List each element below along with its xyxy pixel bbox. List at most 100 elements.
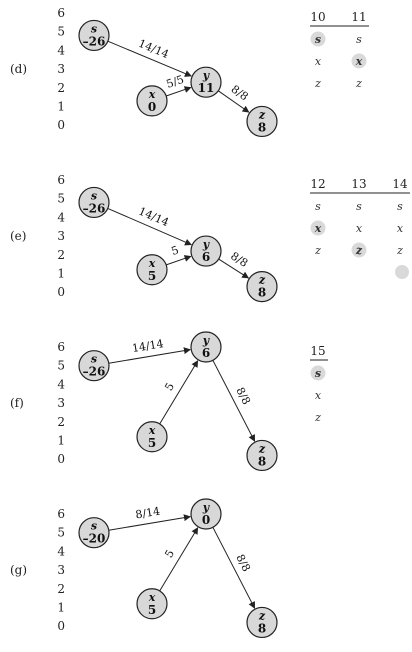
vertex-excess: 5 [148, 269, 156, 283]
height-tick: 5 [57, 526, 65, 540]
edge-label: 14/14 [136, 37, 170, 61]
vertex-name: x [148, 88, 156, 101]
height-tick: 0 [57, 619, 65, 633]
table-header: 11 [351, 10, 366, 24]
vertex-circle [78, 517, 110, 549]
current-pointer-mark [310, 365, 326, 381]
vertex-x: x5 [136, 254, 168, 286]
edge-s-y [107, 40, 192, 77]
vertex-circle [246, 105, 278, 138]
vertex-circle [190, 235, 222, 267]
edge-s-y [108, 347, 191, 364]
vertex-name: s [91, 22, 97, 35]
vertex-name: z [258, 274, 266, 287]
vertex-z: z8 [246, 439, 278, 472]
table-cell: z [314, 411, 321, 424]
edge-y-z [218, 258, 250, 279]
table-cell: s [356, 200, 362, 213]
height-tick: 6 [57, 6, 65, 20]
vertex-excess: –26 [83, 201, 106, 215]
vertex-excess: –26 [83, 365, 106, 379]
table-cell: z [355, 77, 362, 90]
vertex-name: x [148, 424, 156, 437]
vertex-name: s [91, 353, 97, 366]
vertex-excess: 8 [258, 621, 266, 635]
height-tick: 2 [57, 248, 65, 262]
panel-d: (d)012345614/145/58/8s–26y11x0z810sxz11s… [10, 6, 369, 138]
edge-s-y [108, 514, 191, 531]
height-tick: 2 [57, 415, 65, 429]
table-header: 12 [310, 177, 325, 191]
table-cell: x [314, 222, 322, 235]
vertex-name: z [258, 442, 266, 455]
vertex-excess: 8 [258, 120, 266, 134]
vertex-excess: –26 [83, 34, 106, 48]
vertex-excess: 6 [202, 250, 210, 264]
table-header: 14 [392, 177, 408, 191]
height-tick: 3 [57, 229, 65, 243]
edge-label: 14/14 [137, 205, 171, 230]
edge-label: 14/14 [131, 337, 164, 355]
height-tick: 2 [57, 81, 65, 95]
height-tick: 4 [57, 210, 65, 224]
table-cell: s [397, 200, 403, 213]
vertex-excess: –20 [83, 532, 106, 546]
vertex-circle [246, 270, 278, 303]
edge-s-y [107, 207, 192, 246]
edge-label: 5/5 [165, 73, 186, 91]
vertex-name: y [202, 238, 211, 251]
table-cell: z [314, 77, 321, 90]
vertex-y: y0 [190, 498, 222, 530]
table-header: 10 [310, 10, 325, 24]
vertex-z: z8 [246, 270, 278, 303]
vertex-z: z8 [246, 105, 278, 138]
vertex-circle [190, 331, 222, 363]
vertex-name: y [202, 501, 211, 514]
vertex-circle [78, 19, 110, 52]
panel-label: (f) [10, 396, 24, 410]
edge-x-y [159, 360, 199, 425]
vertex-circle [190, 66, 222, 98]
table-cell: s [356, 33, 362, 46]
vertex-circle [136, 85, 168, 117]
height-tick: 6 [57, 173, 65, 187]
vertex-circle [78, 350, 110, 382]
vertex-name: s [91, 189, 97, 202]
edge-label: 8/8 [233, 552, 253, 574]
vertex-name: x [148, 257, 156, 270]
vertex-circle [136, 588, 168, 620]
edge-y-z [217, 90, 250, 113]
vertex-s: s–26 [78, 19, 110, 52]
current-pointer-mark [310, 31, 326, 47]
height-tick: 3 [57, 396, 65, 410]
vertex-name: y [202, 69, 211, 82]
edge-x-y [159, 527, 199, 592]
edge-y-z [212, 360, 256, 442]
edge-label: 8/14 [135, 505, 162, 522]
table-cell: x [356, 222, 363, 235]
table-cell: s [315, 367, 321, 380]
vertex-y: y6 [190, 235, 222, 267]
panel-label: (g) [10, 563, 27, 577]
vertex-excess: 0 [202, 513, 210, 527]
vertex-y: y6 [190, 331, 222, 363]
height-tick: 1 [57, 601, 65, 615]
vertex-s: s–26 [78, 186, 110, 219]
height-tick: 5 [57, 25, 65, 39]
vertex-x: x5 [136, 421, 168, 453]
current-pointer-mark [351, 242, 367, 258]
height-tick: 5 [57, 359, 65, 373]
vertex-circle [78, 186, 110, 219]
vertex-z: z8 [246, 606, 278, 639]
vertex-s: s–20 [78, 517, 110, 549]
height-tick: 4 [57, 43, 65, 57]
height-tick: 2 [57, 582, 65, 596]
table-cell: z [355, 244, 363, 257]
vertex-excess: 0 [148, 100, 156, 114]
vertex-excess: 8 [258, 286, 266, 300]
edge-x-y [166, 255, 192, 266]
table-cell: x [315, 389, 322, 402]
vertex-excess: 5 [148, 436, 156, 450]
